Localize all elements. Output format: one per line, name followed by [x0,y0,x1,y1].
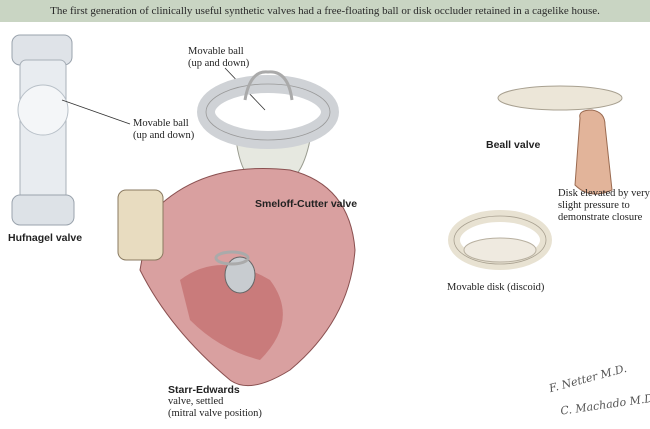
note-line: demonstrate closure [558,212,643,223]
starr-edwards-position: (mitral valve position) [168,408,262,419]
smeloff-cutter-valve-illustration [197,67,339,186]
callout-line: (up and down) [188,58,250,69]
beall-valve-illustration [448,85,623,270]
starr-edwards-title: Starr-Edwards [168,384,240,396]
caption-banner: The first generation of clinically usefu… [0,0,650,22]
callout-line: Movable ball [188,46,244,57]
starr-edwards-label: Starr-Edwards valve, settled (mitral val… [168,384,262,420]
heart-starr-edwards-illustration [117,167,356,387]
beall-valve-label: Beall valve [486,139,541,151]
smeloff-cutter-valve-label: Smeloff-Cutter valve [255,198,358,210]
movable-disk-label: Movable disk (discoid) [447,282,545,293]
beall-disk-note: Disk elevated by very slight pressure to… [558,188,650,224]
callout-line: (up and down) [133,130,195,141]
smeloff-ball-callout: Movable ball (up and down) [188,46,249,70]
note-line: slight pressure to [558,200,630,211]
callout-line: Movable ball [133,118,189,129]
hufnagel-valve-illustration [11,34,131,226]
hufnagel-valve-label: Hufnagel valve [8,232,83,244]
starr-edwards-subtitle: valve, settled [168,396,224,407]
hufnagel-ball-callout: Movable ball (up and down) [133,118,194,142]
note-line: Disk elevated by very [558,188,650,199]
